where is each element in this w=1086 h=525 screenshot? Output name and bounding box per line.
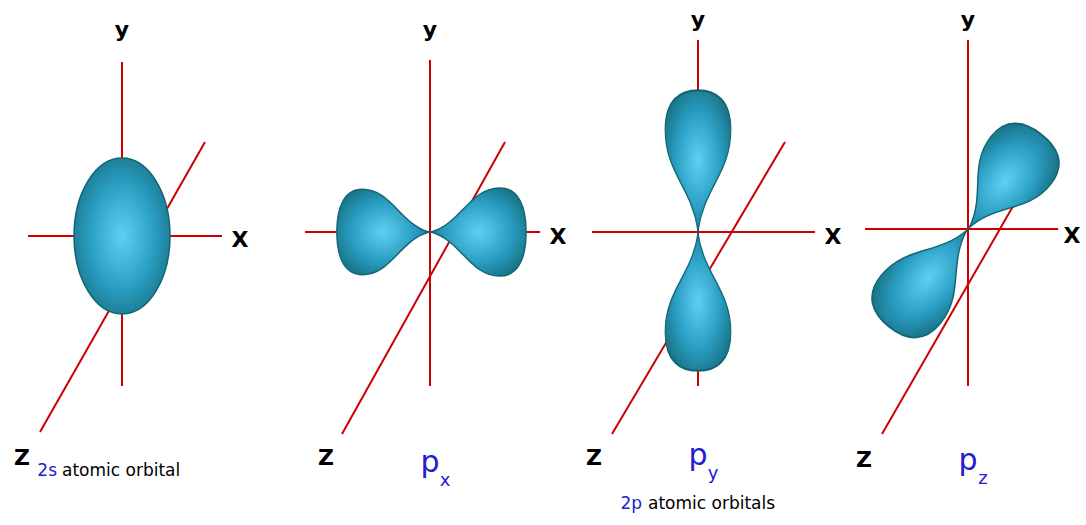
pz-lobe xyxy=(939,111,1072,251)
orbital-symbol: p xyxy=(688,440,707,470)
pz-lobe xyxy=(859,206,997,351)
px-lobe xyxy=(431,188,526,276)
axis-label: Z xyxy=(856,449,872,471)
x-axis xyxy=(865,228,1058,230)
orbitals xyxy=(74,90,1071,370)
axis-label: Z xyxy=(586,447,602,469)
s-orbital xyxy=(74,158,170,314)
axis-label: X xyxy=(550,226,567,248)
py-lobe xyxy=(665,90,731,231)
py-lobe xyxy=(665,233,731,371)
axes xyxy=(28,40,1058,434)
axis-label: Z xyxy=(14,447,30,469)
orbital-symbol: p xyxy=(420,447,439,477)
px-lobe xyxy=(337,189,429,275)
axis-label: y xyxy=(423,19,437,41)
caption-text: atomic orbital xyxy=(62,462,180,479)
y-axis xyxy=(967,40,969,386)
orbital-subscript: x xyxy=(440,471,451,489)
axis-label: X xyxy=(825,226,842,248)
y-axis xyxy=(429,60,431,386)
axis-label: y xyxy=(961,9,975,31)
orbital-name: 2s xyxy=(37,462,57,479)
orbital-subscript: z xyxy=(978,469,987,487)
axis-label: y xyxy=(115,19,129,41)
axis-label: Z xyxy=(318,447,334,469)
axis-label: X xyxy=(232,229,249,251)
z-axis xyxy=(40,142,205,432)
axis-label: X xyxy=(1064,225,1081,247)
x-axis xyxy=(592,231,815,233)
orbital-name: 2p xyxy=(620,495,642,512)
caption-text: atomic orbitals xyxy=(648,495,775,512)
orbital-subscript: y xyxy=(708,464,719,482)
z-axis xyxy=(342,142,505,434)
orbital-symbol: p xyxy=(958,445,977,475)
axis-label: y xyxy=(691,9,705,31)
